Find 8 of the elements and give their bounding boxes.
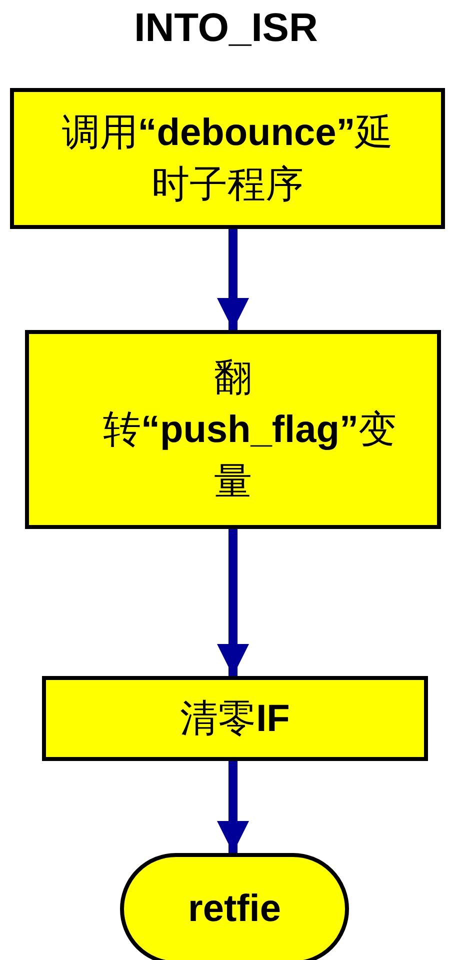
arrow: [217, 229, 249, 330]
arrow: [217, 761, 249, 853]
arrow: [217, 529, 249, 676]
process-box: 翻转“push_flag”变量: [25, 330, 441, 529]
terminal-box: retfie: [120, 853, 349, 960]
process-box: 清零IF: [42, 676, 428, 761]
process-box: 调用“debounce”延时子程序: [10, 88, 445, 229]
diagram-title: INTO_ISR: [133, 6, 319, 51]
